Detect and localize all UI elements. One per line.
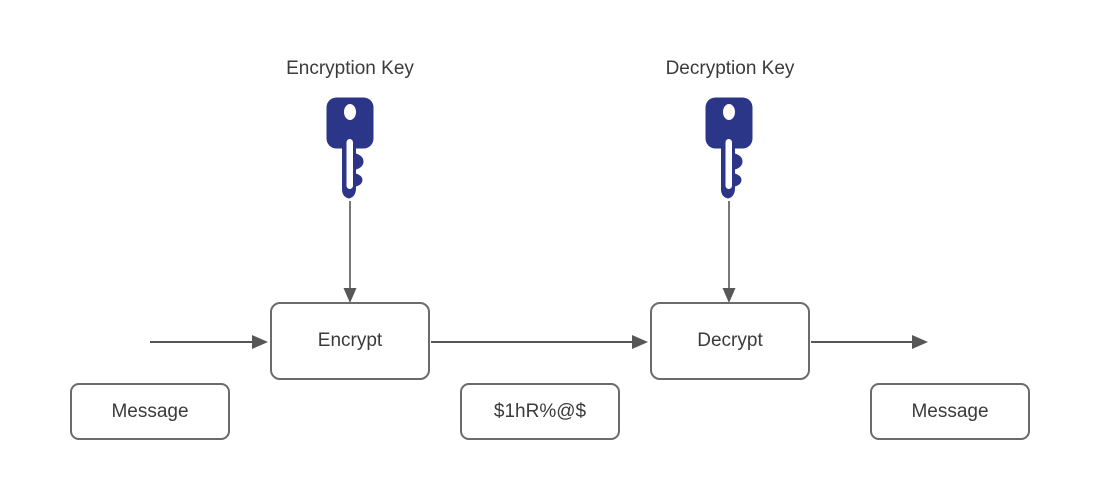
- key-icon: [326, 97, 374, 199]
- encryption-key-label: Encryption Key: [286, 58, 414, 79]
- arrow-decryption-key-to-decrypt: [722, 201, 736, 303]
- encrypt-box: Encrypt: [270, 302, 430, 380]
- plaintext-message-label: Message: [911, 400, 989, 422]
- arrow-encryption-key-to-encrypt: [343, 201, 357, 303]
- plaintext-message-box-right: Message: [870, 383, 1030, 440]
- plaintext-message-box-left: Message: [70, 383, 230, 440]
- key-icon: [705, 97, 753, 199]
- plaintext-message-label: Message: [111, 400, 189, 422]
- arrow-decrypt-to-output: [811, 335, 928, 349]
- ciphertext-box: $1hR%@$: [460, 383, 620, 440]
- arrow-input-to-encrypt: [150, 335, 268, 349]
- decryption-key-label: Decryption Key: [665, 58, 795, 79]
- arrow-encrypt-to-decrypt: [431, 335, 648, 349]
- decrypt-box: Decrypt: [650, 302, 810, 380]
- ciphertext-label: $1hR%@$: [493, 400, 587, 422]
- encrypt-box-label: Encrypt: [317, 330, 383, 351]
- decrypt-box-label: Decrypt: [697, 330, 763, 351]
